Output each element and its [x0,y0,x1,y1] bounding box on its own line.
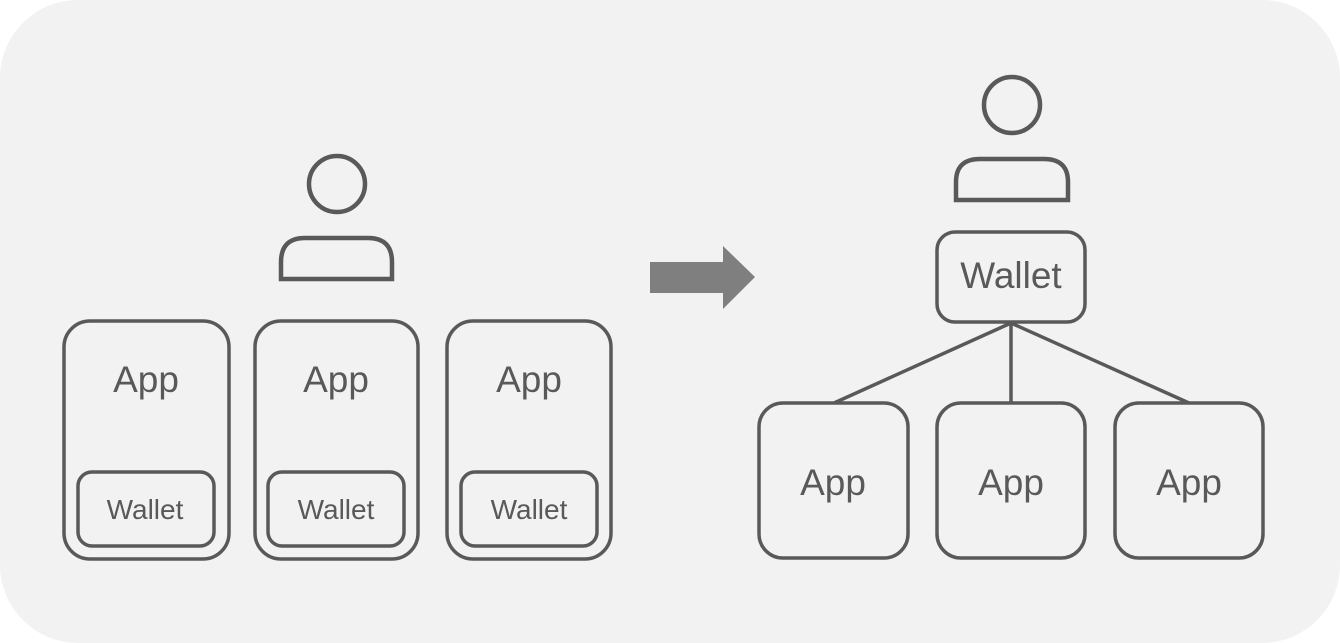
wallet-label: Wallet [491,494,568,525]
app-node: App [757,401,910,560]
app-box [445,319,613,561]
person-icon [278,153,395,282]
app-label: App [303,359,369,400]
connector-line [1010,321,1190,405]
wallet-box [459,470,599,548]
arrow-right-icon [650,246,755,309]
wallet-box [76,470,216,548]
app-label: App [496,359,562,400]
app-label: App [1156,462,1222,503]
app-box [1113,401,1265,560]
app-label: App [113,359,179,400]
app-node: App [1113,401,1265,560]
app-box [935,401,1087,560]
wallet-box [266,470,406,548]
after-group: Wallet App App App [757,74,1265,560]
shared-wallet-box [935,230,1087,324]
person-icon [953,74,1071,203]
app-with-wallet: App Wallet [62,319,231,561]
app-label: App [800,462,866,503]
app-box [253,319,420,561]
app-with-wallet: App Wallet [445,319,613,561]
app-box [62,319,231,561]
connector-lines [833,321,1190,405]
connector-line [833,321,1012,405]
app-with-wallet: App Wallet [253,319,420,561]
app-node: App [935,401,1087,560]
app-label: App [978,462,1044,503]
before-group: App Wallet App Wallet App Wallet [62,153,613,561]
wallet-label: Wallet [298,494,375,525]
shared-wallet-label: Wallet [960,255,1062,296]
wallet-label: Wallet [107,494,184,525]
app-box [757,401,910,560]
